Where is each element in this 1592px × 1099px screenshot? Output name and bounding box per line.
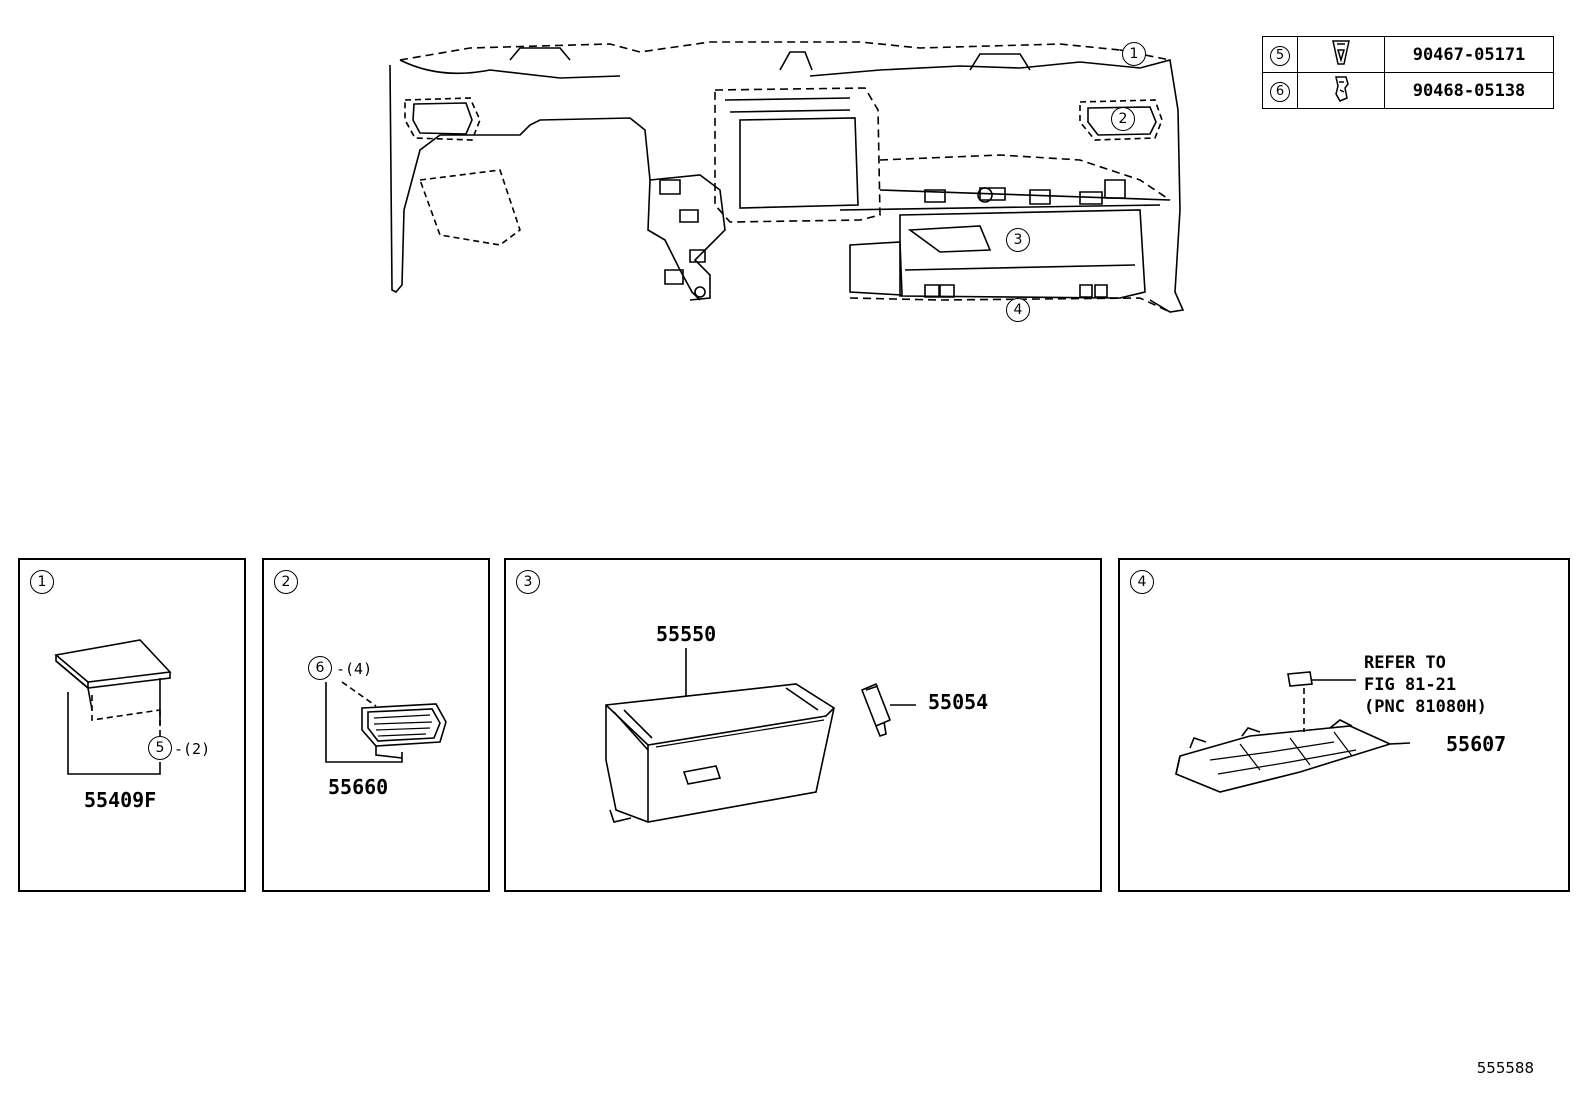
part-number: 55660 — [328, 775, 389, 799]
fastener-ref-callout: 5 — [148, 736, 172, 760]
detail-panel-3: 3 55550 55054 — [504, 558, 1102, 892]
panel-callout: 2 — [274, 570, 298, 594]
under-cover-drawing — [1175, 671, 1411, 793]
refer-note-line: (PNC 81080H) — [1364, 697, 1487, 717]
fastener-ref: 6 — [1270, 81, 1290, 102]
instrument-panel-overview: 1 2 3 4 — [380, 30, 1200, 330]
part-number: 55409F — [84, 788, 157, 812]
detail-panel-2: 2 6 -(4) 55660 — [262, 558, 490, 892]
part-number-glove-box: 55550 — [656, 622, 717, 646]
part-number: 55607 — [1446, 732, 1507, 756]
fastener-row: 5 90467-05171 — [1262, 36, 1554, 73]
fastener-row: 6 90468-05138 — [1262, 72, 1554, 109]
fastener-ref: 5 — [1270, 45, 1290, 66]
refer-note-line: REFER TO — [1364, 653, 1446, 673]
panel-callout: 3 — [516, 570, 540, 594]
fastener-table: 5 90467-05171 6 90468-05138 — [1262, 36, 1554, 109]
fastener-part-number: 90467-05171 — [1412, 44, 1526, 65]
panel-callout: 1 — [30, 570, 54, 594]
illustration-id: 555588 — [1476, 1059, 1534, 1077]
refer-note: REFER TO FIG 81-21 (PNC 81080H) — [1364, 652, 1487, 718]
fastener-quantity: -(4) — [336, 660, 373, 678]
glove-box-drawing — [605, 648, 916, 823]
fastener-ref-callout: 6 — [308, 656, 332, 680]
fastener-part-number: 90468-05138 — [1412, 80, 1526, 101]
overview-callout-2: 2 — [1111, 107, 1135, 131]
cover-drawing — [54, 639, 172, 775]
panel-callout: 4 — [1130, 570, 1154, 594]
refer-note-line: FIG 81-21 — [1364, 675, 1457, 695]
register-drawing — [325, 681, 447, 763]
detail-panel-4: 4 REFER TO FIG 81-21 (PNC 81080H) 55607 — [1118, 558, 1570, 892]
instrument-panel-drawing — [389, 41, 1185, 313]
overview-callout-4: 4 — [1006, 298, 1030, 322]
overview-callout-1: 1 — [1122, 42, 1146, 66]
fastener-quantity: -(2) — [174, 740, 211, 758]
overview-callout-3: 3 — [1006, 228, 1030, 252]
clip-icon — [1332, 39, 1350, 65]
clip-icon — [1335, 75, 1349, 102]
part-number-damper: 55054 — [928, 690, 989, 714]
detail-panel-1: 1 5 -(2) 55409F — [18, 558, 246, 892]
